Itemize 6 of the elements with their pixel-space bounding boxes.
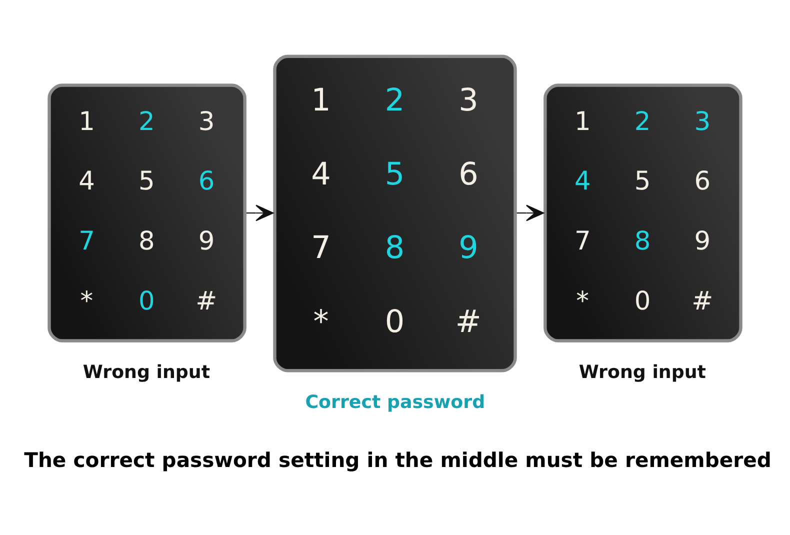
node-label: Wrong input <box>578 362 706 384</box>
caption: The correct password setting in the middle must be remembered <box>24 448 772 472</box>
arrow <box>516 204 544 222</box>
arrow <box>246 204 274 222</box>
node-label: Wrong input <box>82 362 210 384</box>
node-label: Correct password <box>305 392 486 414</box>
